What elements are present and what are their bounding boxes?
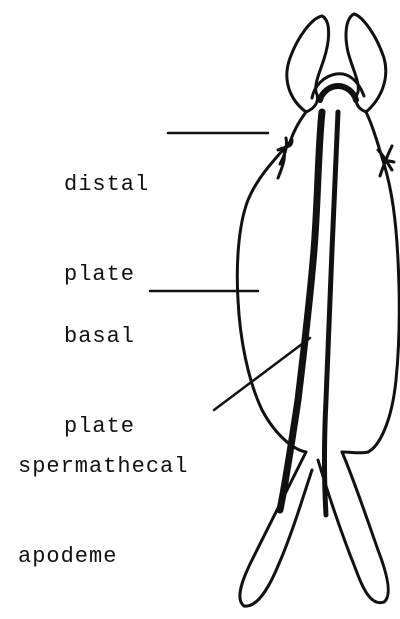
spermathecal-apodeme-label-line2: apodeme xyxy=(18,542,188,572)
central-arch-inner xyxy=(320,86,356,100)
spermathecal-apodeme-label-line1: spermathecal xyxy=(18,452,188,482)
right-body-lower xyxy=(342,452,368,453)
left-joint-mark xyxy=(278,138,292,178)
left-lower-ramus xyxy=(240,452,312,606)
spermathecal-apodeme-label: spermathecal apodeme xyxy=(18,392,188,602)
left-body-upper xyxy=(290,112,306,142)
distal-plate-label-line1: distal xyxy=(64,170,149,200)
spermathecal-apodeme-right xyxy=(325,112,339,515)
basal-plate-label-line1: basal xyxy=(64,322,135,352)
right-lower-ramus xyxy=(318,452,388,603)
